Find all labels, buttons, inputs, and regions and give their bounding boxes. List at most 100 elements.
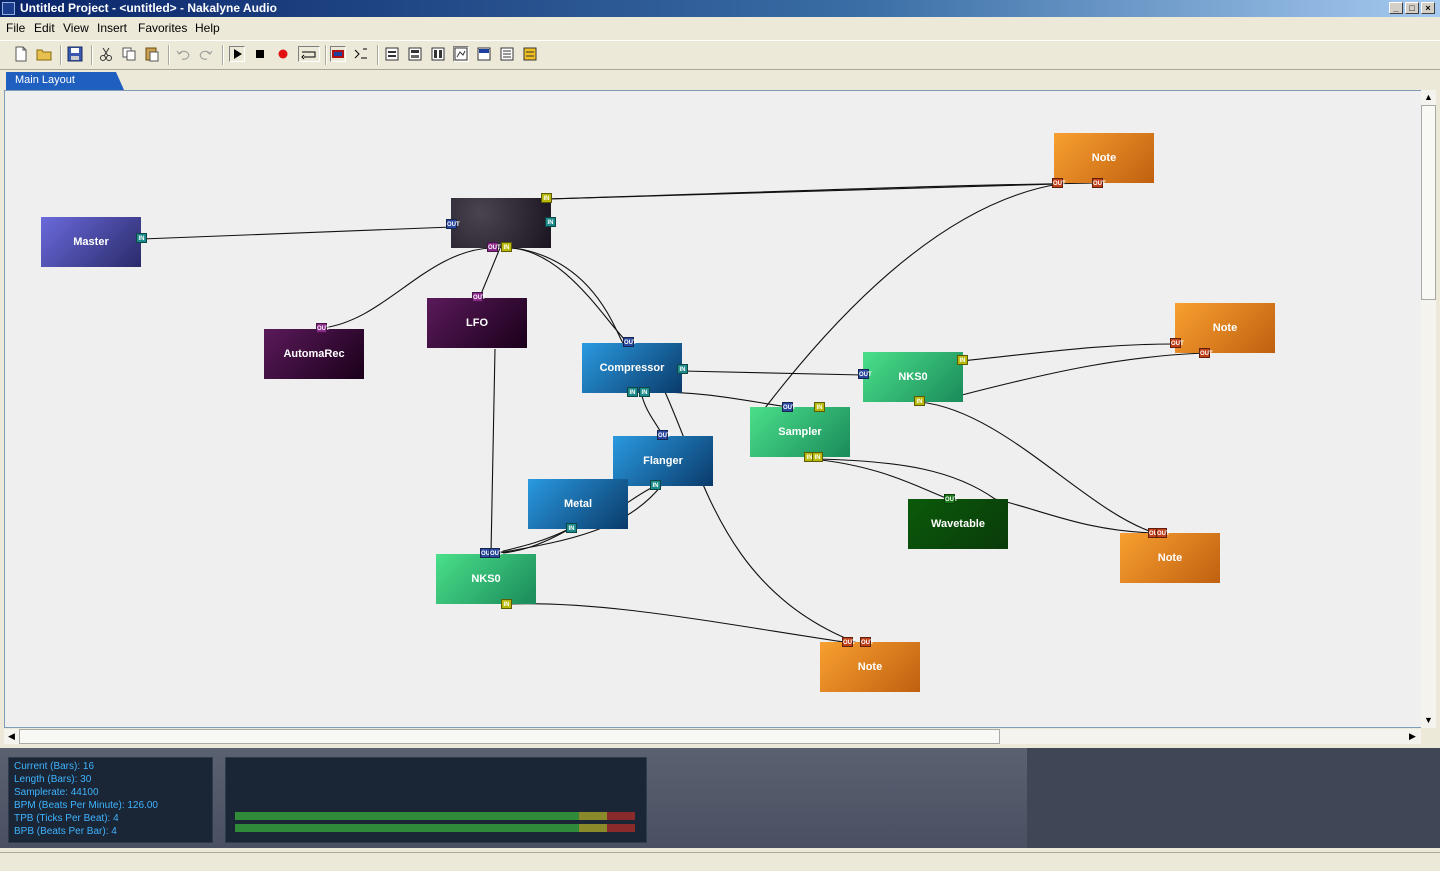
- scroll-right-icon[interactable]: ▶: [1405, 729, 1420, 744]
- minimize-button[interactable]: _: [1389, 2, 1403, 14]
- play-icon[interactable]: [229, 46, 245, 62]
- scroll-left-icon[interactable]: ◀: [4, 729, 19, 744]
- node-master[interactable]: Master IN: [41, 217, 147, 267]
- port-in[interactable]: IN: [650, 480, 661, 490]
- open-folder-icon[interactable]: [36, 46, 52, 62]
- vertical-scroll-thumb[interactable]: [1421, 105, 1436, 300]
- port-in[interactable]: IN: [545, 217, 556, 227]
- node-flanger[interactable]: Flanger OUT IN: [613, 430, 713, 490]
- info-bpm: BPM (Beats Per Minute): 126.00: [14, 800, 158, 811]
- port-out[interactable]: OUT: [944, 494, 958, 504]
- menu-insert[interactable]: Insert: [97, 21, 128, 35]
- port-out[interactable]: OUT: [1092, 178, 1106, 188]
- port-out[interactable]: OUT: [623, 337, 637, 347]
- port-in[interactable]: IN: [566, 523, 577, 533]
- save-icon[interactable]: [67, 46, 83, 62]
- port-in[interactable]: IN: [639, 387, 650, 397]
- bottom-panel: Current (Bars): 16 Length (Bars): 30 Sam…: [0, 748, 1440, 848]
- undo-icon[interactable]: [175, 46, 191, 62]
- cut-icon[interactable]: [98, 46, 114, 62]
- connection-wires: [141, 182, 1206, 644]
- mixer-icon[interactable]: [330, 46, 346, 62]
- port-out[interactable]: OUT: [1199, 348, 1213, 358]
- port-out[interactable]: OUT: [657, 430, 671, 440]
- maximize-button[interactable]: □: [1405, 2, 1419, 14]
- layout-2-icon[interactable]: [407, 46, 423, 62]
- vertical-scrollbar[interactable]: ▲ ▼: [1421, 90, 1436, 728]
- layout-6-icon[interactable]: [499, 46, 515, 62]
- port-in[interactable]: IN: [501, 599, 512, 609]
- layout-4-icon[interactable]: [453, 46, 469, 62]
- paste-icon[interactable]: [144, 46, 160, 62]
- port-out[interactable]: OUT: [487, 242, 501, 252]
- close-button[interactable]: ×: [1421, 2, 1435, 14]
- menu-help[interactable]: Help: [195, 21, 220, 35]
- layout-5-icon[interactable]: [476, 46, 492, 62]
- horizontal-scrollbar[interactable]: ◀ ▶: [4, 729, 1421, 744]
- port-in[interactable]: IN: [814, 402, 825, 412]
- level-meter-left: [235, 812, 635, 820]
- node-automarec[interactable]: AutomaRec OUT: [264, 323, 364, 379]
- port-in[interactable]: IN: [627, 387, 638, 397]
- port-in[interactable]: IN: [136, 233, 147, 243]
- redo-icon[interactable]: [198, 46, 214, 62]
- info-tpb: TPB (Ticks Per Beat): 4: [14, 813, 119, 824]
- port-out[interactable]: OUT: [782, 402, 796, 412]
- node-note-3[interactable]: Note OUT OUT: [1120, 528, 1220, 583]
- port-out[interactable]: OUT: [842, 637, 856, 647]
- node-note-4[interactable]: Note OUT OUT: [820, 637, 920, 692]
- node-note-1[interactable]: Note OUT OUT: [1052, 133, 1154, 188]
- port-in[interactable]: IN: [501, 242, 512, 252]
- menu-edit[interactable]: Edit: [34, 21, 55, 35]
- copy-icon[interactable]: [121, 46, 137, 62]
- record-icon[interactable]: [275, 46, 291, 62]
- scroll-down-icon[interactable]: ▼: [1421, 713, 1436, 728]
- window-title: Untitled Project - <untitled> - Nakalyne…: [20, 1, 277, 15]
- node-nks0-bottom[interactable]: NKS0 OUT OUT IN: [436, 548, 536, 609]
- port-out[interactable]: OUT: [472, 292, 486, 302]
- wire: [509, 247, 629, 344]
- port-out[interactable]: OUT: [1156, 528, 1170, 538]
- node-lfo[interactable]: LFO OUT: [427, 292, 527, 348]
- port-out[interactable]: OUT: [1052, 178, 1066, 188]
- port-in[interactable]: IN: [812, 452, 823, 462]
- wire: [811, 458, 950, 500]
- node-sampler[interactable]: Sampler OUT IN IN IN: [750, 402, 850, 462]
- node-canvas[interactable]: Master IN OUT IN IN OUT IN AutomaRec OUT…: [4, 90, 1422, 728]
- scroll-up-icon[interactable]: ▲: [1421, 90, 1436, 105]
- wire: [514, 247, 624, 344]
- new-file-icon[interactable]: [13, 46, 29, 62]
- layout-3-icon[interactable]: [430, 46, 446, 62]
- loop-icon[interactable]: [298, 46, 320, 62]
- port-out[interactable]: OUT: [489, 548, 503, 558]
- port-in[interactable]: IN: [541, 193, 552, 203]
- menu-favorites[interactable]: Favorites: [138, 21, 188, 35]
- port-in[interactable]: IN: [957, 355, 968, 365]
- port-out[interactable]: OUT: [860, 637, 874, 647]
- node-hub[interactable]: OUT IN IN OUT IN: [446, 193, 556, 252]
- port-in[interactable]: IN: [677, 364, 688, 374]
- node-wavetable[interactable]: Wavetable OUT: [908, 494, 1008, 549]
- stop-icon[interactable]: [252, 46, 268, 62]
- node-nks0-top[interactable]: NKS0 OUT IN IN: [858, 352, 968, 406]
- port-out[interactable]: OUT: [1170, 338, 1184, 348]
- node-metal[interactable]: Metal IN: [528, 479, 628, 533]
- menu-file[interactable]: File: [6, 21, 26, 35]
- tab-main-layout[interactable]: Main Layout: [6, 72, 124, 90]
- info-samplerate: Samplerate: 44100: [14, 787, 99, 798]
- port-out[interactable]: OUT: [316, 323, 330, 333]
- level-meter-right: [235, 824, 635, 832]
- wire: [764, 183, 1060, 409]
- wave-tool-icon[interactable]: [353, 46, 369, 62]
- menu-view[interactable]: View: [63, 21, 89, 35]
- menu-bar: File Edit View Insert Favorites Help: [0, 18, 1440, 38]
- horizontal-scroll-thumb[interactable]: [19, 729, 1000, 744]
- node-compressor[interactable]: Compressor OUT IN IN IN: [582, 337, 688, 397]
- port-out[interactable]: OUT: [858, 369, 872, 379]
- layout-1-icon[interactable]: [384, 46, 400, 62]
- info-bpb: BPB (Beats Per Bar): 4: [14, 826, 117, 837]
- port-out[interactable]: OUT: [446, 219, 460, 229]
- layout-7-icon[interactable]: [522, 46, 538, 62]
- node-note-2[interactable]: Note OUT OUT: [1170, 303, 1275, 358]
- port-in[interactable]: IN: [914, 396, 925, 406]
